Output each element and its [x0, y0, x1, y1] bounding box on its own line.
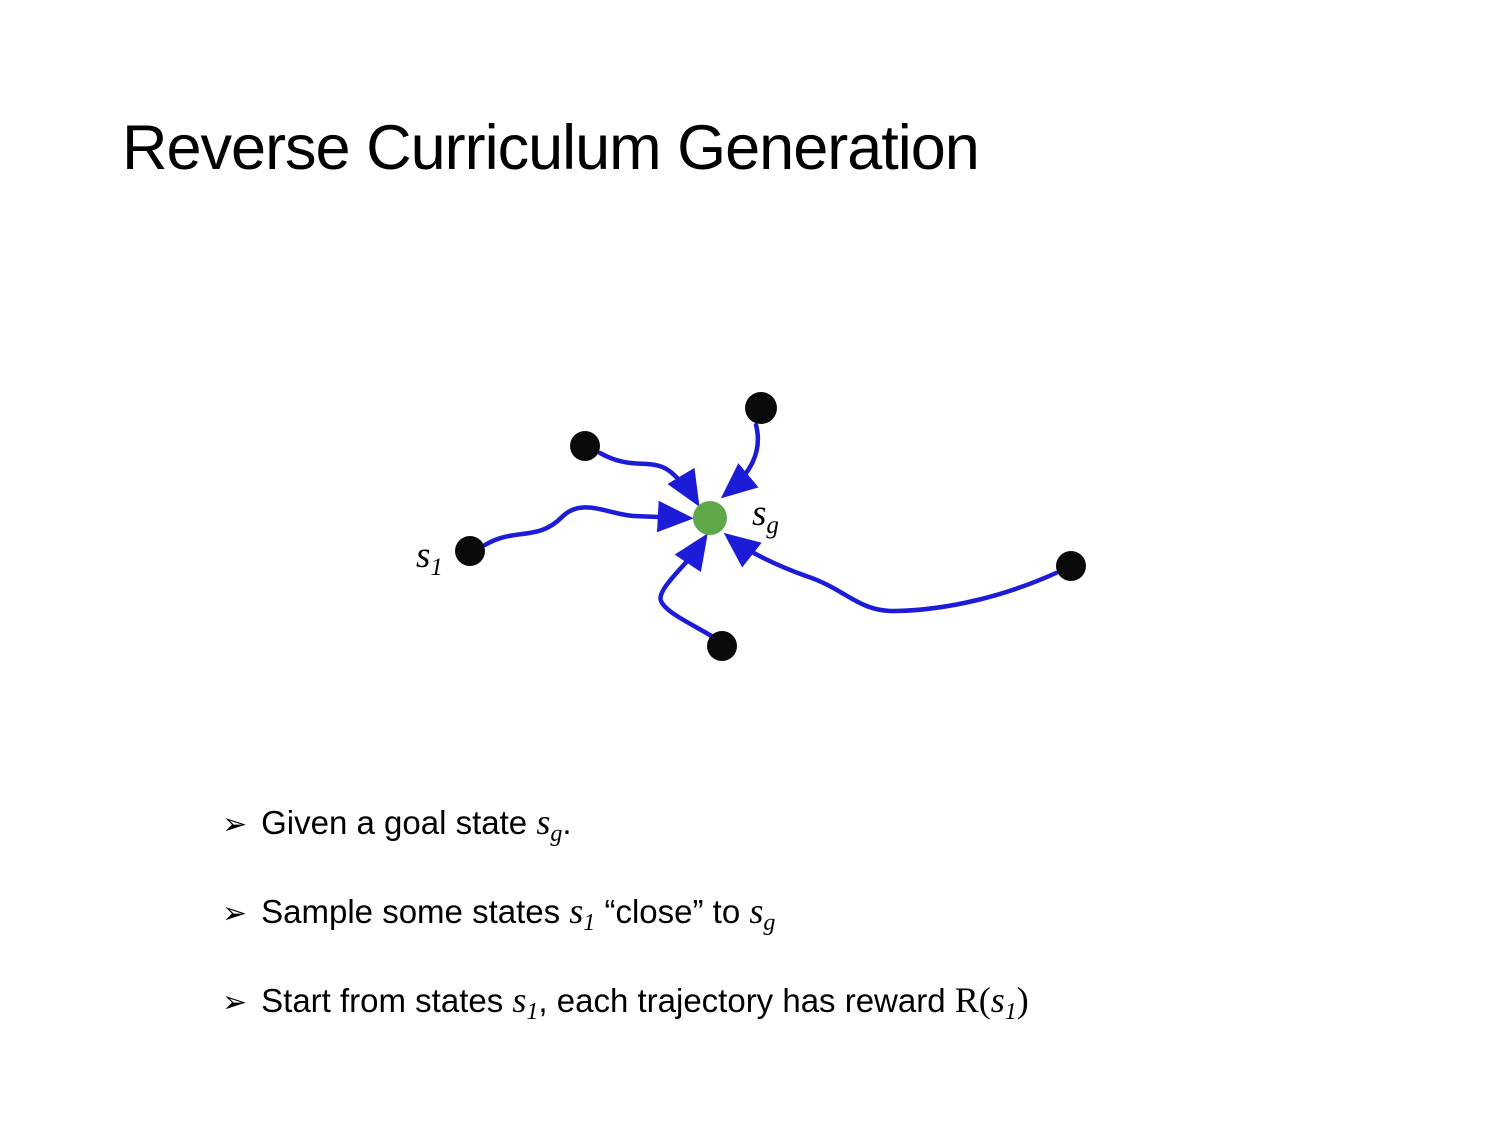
trajectory-edge-right — [723, 532, 1059, 614]
math-var: s1 — [512, 980, 538, 1024]
math-reward-close: ) — [1016, 980, 1029, 1020]
bullet-item-sample-states: ➢Sample some states s1 “close” to sg — [222, 889, 1422, 935]
math-var: s1 — [569, 891, 595, 935]
bullet-arrow-icon: ➢ — [222, 896, 248, 931]
bullet-text: Start from states — [261, 982, 513, 1019]
math-var-letter: s — [569, 891, 584, 931]
trajectory-edges — [482, 422, 1059, 640]
state-dot-upper-left — [570, 431, 600, 461]
bullet-item-goal-state: ➢ Given a goal state sg. — [222, 800, 1422, 846]
bullet-arrow-icon: ➢ — [222, 807, 248, 842]
bullet-list: ➢Given a goal state sg. ➢Sample some sta… — [222, 800, 1422, 1067]
math-reward-open: R( — [954, 980, 991, 1020]
math-var-subscript: 1 — [1004, 999, 1017, 1025]
math-var-letter: s — [749, 891, 764, 931]
math-var-subscript: 1 — [583, 910, 596, 936]
math-var-subscript: 1 — [526, 999, 539, 1025]
math-var-letter: s — [990, 980, 1005, 1020]
goal-label-sub: g — [766, 512, 779, 539]
trajectory-edge-top-right — [720, 422, 761, 499]
trajectory-edge-s1 — [482, 500, 694, 548]
bullet-text: , each trajectory has reward — [538, 982, 955, 1019]
trajectory-edge-upper-left — [597, 450, 700, 507]
math-var-subscript: g — [763, 910, 776, 936]
state-dot-s1 — [455, 536, 485, 566]
bullet-arrow-icon: ➢ — [222, 985, 248, 1020]
page-title: Reverse Curriculum Generation — [122, 113, 980, 183]
math-var: sg — [536, 802, 562, 846]
start-label-var: s — [416, 535, 431, 576]
start-label: s1 — [416, 534, 443, 580]
state-dot-bottom — [707, 631, 737, 661]
math-var: sg — [749, 891, 775, 935]
state-dot-right — [1056, 551, 1086, 581]
math-var-letter: s — [536, 802, 551, 842]
bullet-text: . — [562, 804, 572, 841]
goal-label: sg — [752, 492, 779, 538]
bullet-text: “close” to — [595, 893, 750, 930]
start-label-sub: 1 — [430, 554, 443, 581]
state-dot-top-right — [745, 392, 777, 424]
math-var-letter: s — [512, 980, 527, 1020]
bullet-text: Sample some states — [261, 893, 570, 930]
bullet-item-start-states: ➢Start from states s1, each trajectory h… — [222, 978, 1422, 1024]
math-var: s1 — [990, 980, 1017, 1024]
goal-dot — [693, 501, 727, 535]
math-var-subscript: g — [550, 821, 563, 847]
bullet-text: Given a goal state — [261, 804, 537, 841]
trajectory-edge-bottom — [658, 533, 716, 640]
goal-label-var: s — [752, 493, 767, 534]
